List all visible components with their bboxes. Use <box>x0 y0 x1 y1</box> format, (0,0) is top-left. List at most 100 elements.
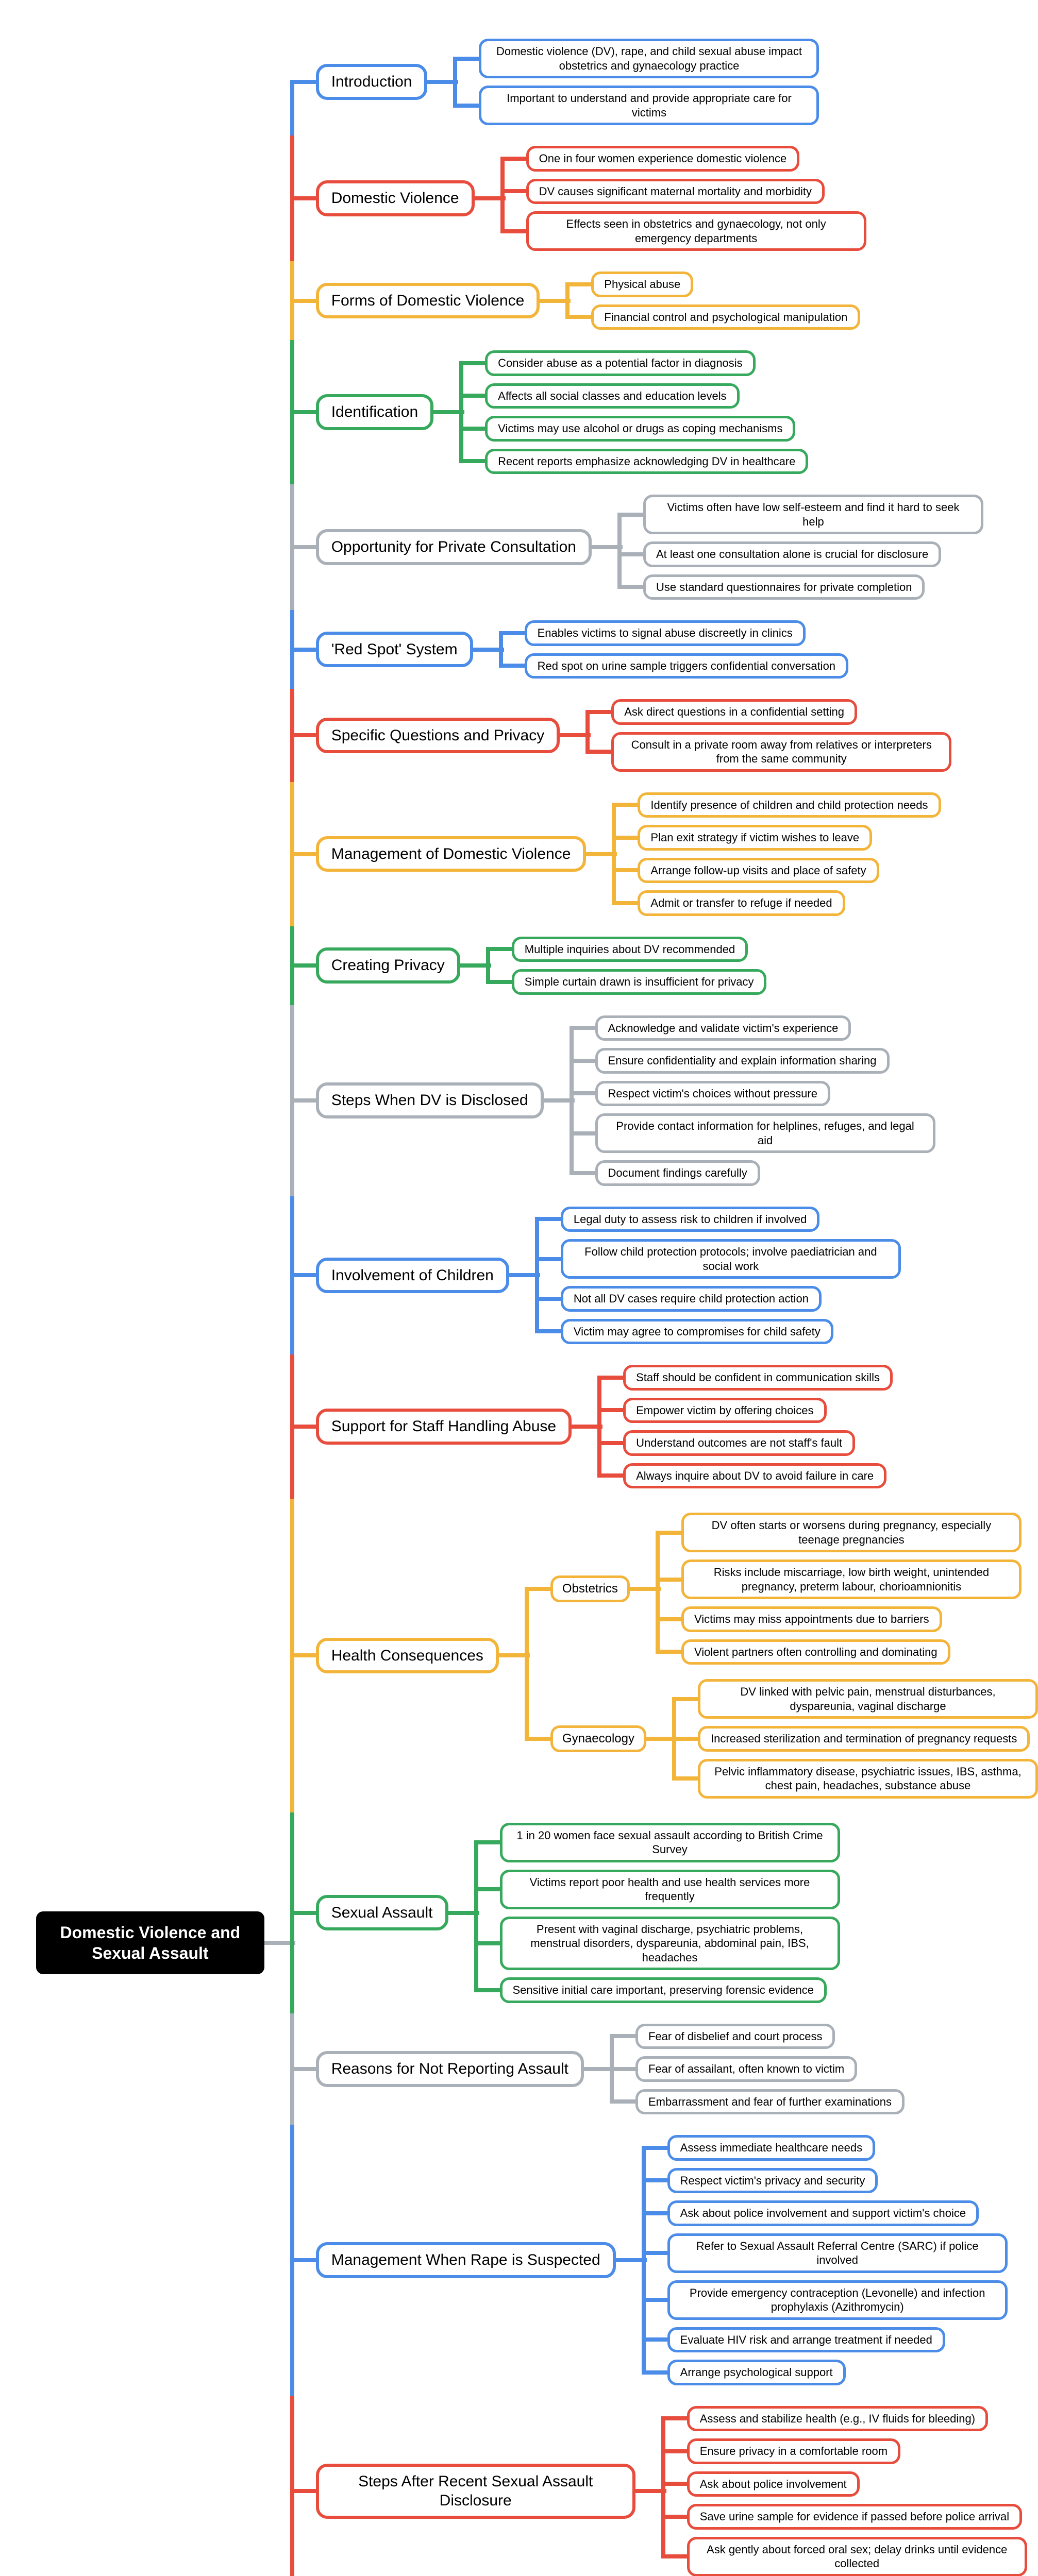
leaf-node: Admit or transfer to refuge if needed <box>638 890 845 916</box>
leaf-node: Evaluate HIV risk and arrange treatment … <box>667 2327 945 2352</box>
leaf-node: Ensure privacy in a comfortable room <box>687 2438 901 2464</box>
children-group: Staff should be confident in communicati… <box>572 1361 893 1492</box>
tree-connector-cell: Victims often have low self-esteem and f… <box>617 491 983 538</box>
tree-connector-cell: Financial control and psychological mani… <box>565 300 861 334</box>
branch-topic-node: Opportunity for Private Consultation <box>315 529 592 565</box>
children-group: DV linked with pelvic pain, menstrual di… <box>646 1675 1038 1802</box>
tree-connector-cell: Domestic Violence One in four women exper… <box>290 135 1038 261</box>
leaf-node: Violent partners often controlling and d… <box>681 1639 950 1665</box>
branch-topic-node: Involvement of Children <box>315 1257 509 1293</box>
tree-connector-cell: Enables victims to signal abuse discreet… <box>498 617 848 650</box>
tree-connector-cell: Opportunity for Private Consultation Vict… <box>290 484 1038 610</box>
leaf-node: Important to understand and provide appr… <box>479 86 819 125</box>
children-group: Ask direct questions in a confidential s… <box>560 696 952 775</box>
tree-connector-cell: Victims may use alcohol or drugs as copi… <box>459 412 808 445</box>
tree-connector-cell: Legal duty to assess risk to children if… <box>534 1203 901 1236</box>
tree-connector-cell: Respect victim's choices without pressur… <box>569 1077 935 1110</box>
leaf-node: DV often starts or worsens during pregna… <box>681 1513 1022 1552</box>
tree-connector-cell: Victim may agree to compromises for chil… <box>534 1315 901 1348</box>
leaf-node: Enables victims to signal abuse discreet… <box>524 620 806 646</box>
leaf-node: Plan exit strategy if victim wishes to l… <box>638 825 873 851</box>
tree-connector-cell: Important to understand and provide appr… <box>453 82 819 129</box>
children-group: Acknowledge and validate victim's experi… <box>543 1012 935 1190</box>
leaf-node: 1 in 20 women face sexual assault accord… <box>499 1822 840 1862</box>
leaf-node: Identify presence of children and child … <box>638 792 941 818</box>
branch-topic-node: Domestic Violence <box>315 180 475 216</box>
branch-topic-node: Management of Domestic Violence <box>315 836 587 872</box>
branch-topic-node: Reasons for Not Reporting Assault <box>315 2051 584 2087</box>
leaf-node: Not all DV cases require child protectio… <box>560 1286 822 1312</box>
tree-connector-cell: DV often starts or worsens during pregna… <box>655 1509 1022 1556</box>
leaf-node: Arrange psychological support <box>667 2360 846 2385</box>
tree-connector-cell: Provide emergency contraception (Levonel… <box>641 2276 1008 2324</box>
leaf-node: Fear of disbelief and court process <box>635 2023 835 2049</box>
tree-connector-cell: Risks include miscarriage, low birth wei… <box>655 1556 1022 1603</box>
branch-topic-node: Steps After Recent Sexual Assault Disclo… <box>315 2463 635 2519</box>
leaf-node: Multiple inquiries about DV recommended <box>511 936 748 962</box>
leaf-node: Use standard questionnaires for private … <box>643 574 925 600</box>
tree-connector-cell: DV linked with pelvic pain, menstrual di… <box>672 1675 1038 1722</box>
leaf-node: Recent reports emphasize acknowledging D… <box>485 448 809 474</box>
tree-connector-cell: Admit or transfer to refuge if needed <box>612 887 941 920</box>
children-group: One in four women experience domestic vi… <box>474 142 866 255</box>
tree-connector-cell: Use standard questionnaires for private … <box>617 570 983 604</box>
leaf-node: Consider abuse as a potential factor in … <box>485 350 756 376</box>
tree-connector-cell: Violent partners often controlling and d… <box>655 1635 1022 1669</box>
leaf-node: Ensure confidentiality and explain infor… <box>595 1048 890 1074</box>
tree-connector-cell: Management of Domestic Violence Identify … <box>290 782 1038 926</box>
tree-connector-cell: Identify presence of children and child … <box>612 789 941 822</box>
tree-connector-cell: Provide contact information for helpline… <box>569 1110 935 1157</box>
children-group: Consider abuse as a potential factor in … <box>433 347 809 478</box>
tree-connector-cell: Recent reports emphasize acknowledging D… <box>459 445 809 478</box>
sub-topic-node: Gynaecology <box>550 1725 646 1752</box>
tree-connector-cell: Gynaecology DV linked with pelvic pain, m… <box>524 1672 1038 1806</box>
leaf-node: Always inquire about DV to avoid failure… <box>623 1463 887 1488</box>
leaf-node: One in four women experience domestic vi… <box>526 146 800 172</box>
leaf-node: Consult in a private room away from rela… <box>611 732 952 772</box>
leaf-node: Domestic violence (DV), rape, and child … <box>479 39 819 78</box>
children-group: Identify presence of children and child … <box>586 789 941 920</box>
tree-connector-cell: 1 in 20 women face sexual assault accord… <box>474 1819 840 1866</box>
leaf-node: Victims may miss appointments due to bar… <box>681 1606 942 1632</box>
tree-connector-cell: Not all DV cases require child protectio… <box>534 1282 901 1315</box>
leaf-node: Simple curtain drawn is insufficient for… <box>511 969 767 995</box>
branch-topic-node: Sexual Assault <box>315 1894 448 1931</box>
tree-connector-cell: Arrange psychological support <box>641 2356 1008 2389</box>
tree-connector-cell: Ask about police involvement <box>661 2467 1027 2501</box>
tree-connector-cell: Arrange follow-up visits and place of sa… <box>612 854 941 887</box>
leaf-node: Red spot on urine sample triggers confid… <box>524 653 849 679</box>
tree-connector-cell: Assess immediate healthcare needs <box>641 2131 1008 2164</box>
tree-connector-cell: Involvement of Children Legal duty to ass… <box>290 1196 1038 1355</box>
tree-connector-cell: Present with vaginal discharge, psychiat… <box>474 1912 840 1974</box>
leaf-node: Affects all social classes and education… <box>485 383 740 409</box>
leaf-node: Ask about police involvement <box>687 2471 860 2497</box>
leaf-node: Embarrassment and fear of further examin… <box>635 2089 905 2114</box>
leaf-node: Financial control and psychological mani… <box>591 304 861 330</box>
tree-connector-cell: Ask about police involvement and support… <box>641 2197 1008 2230</box>
tree-connector-cell: Fear of assailant, often known to victim <box>609 2053 905 2086</box>
tree-connector-cell: Ensure confidentiality and explain infor… <box>569 1044 935 1077</box>
root-node: Domestic Violence and Sexual Assault <box>36 1911 264 1974</box>
leaf-node: Pelvic inflammatory disease, psychiatric… <box>698 1758 1038 1799</box>
children-group: Victims often have low self-esteem and f… <box>591 491 983 604</box>
tree-connector-cell: Embarrassment and fear of further examin… <box>609 2085 905 2119</box>
leaf-node: Save urine sample for evidence if passed… <box>687 2504 1023 2530</box>
branch-topic-node: Creating Privacy <box>315 947 460 984</box>
tree-connector-cell: DV causes significant maternal mortality… <box>500 175 866 208</box>
leaf-node: Victims often have low self-esteem and f… <box>643 495 983 534</box>
tree-connector-cell: Red spot on urine sample triggers confid… <box>498 649 849 683</box>
leaf-node: Ask gently about forced oral sex; delay … <box>687 2536 1027 2576</box>
tree-connector-cell: Sexual Assault 1 in 20 women face sexual … <box>290 1812 1038 2013</box>
